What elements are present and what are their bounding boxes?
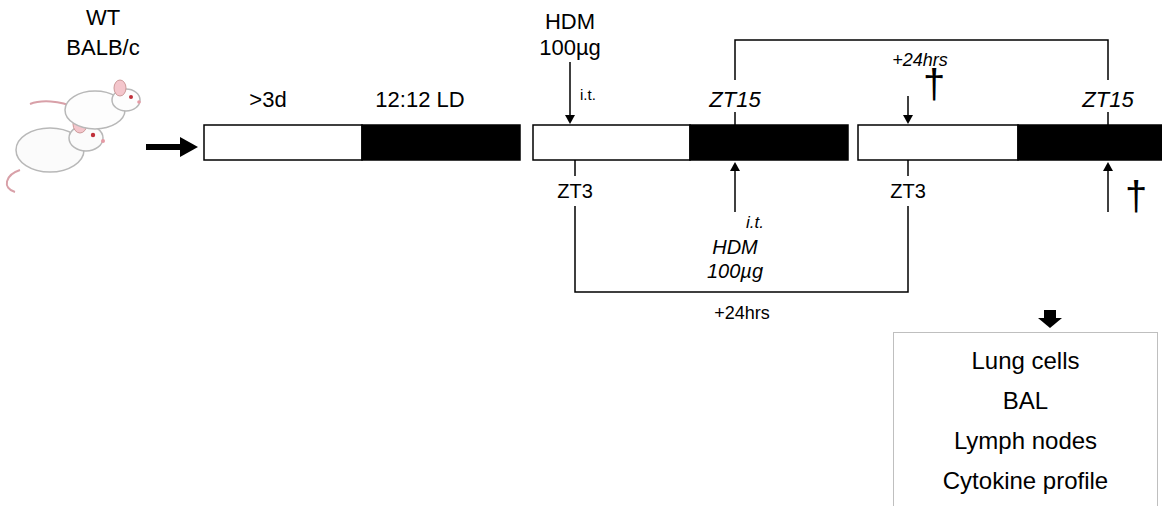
readout-box: Lung cellsBALLymph nodesCytokine profile <box>893 332 1158 506</box>
strain-label: WT <box>86 7 120 29</box>
sacrifice-symbol: † <box>1125 176 1147 216</box>
light-cycle-label: 12:12 LD <box>375 89 464 111</box>
readout-item: Cytokine profile <box>904 461 1147 501</box>
time-label: ZT3 <box>890 181 926 201</box>
strain-label: BALB/c <box>66 37 139 59</box>
mouse-illustration <box>7 80 141 192</box>
time-label: ZT15 <box>709 89 760 111</box>
treatment-label: HDM <box>545 11 595 33</box>
readout-item: Lymph nodes <box>904 421 1147 461</box>
sacrifice-symbol: † <box>923 64 945 104</box>
light-dark-bars <box>204 125 1162 160</box>
treatment-label: HDM <box>712 237 758 257</box>
route-label: i.t. <box>746 214 764 231</box>
arrow-head <box>1038 318 1062 328</box>
arrow-heads <box>565 115 1113 171</box>
time-label: ZT3 <box>557 181 593 201</box>
readout-item: BAL <box>904 381 1147 421</box>
route-label: i.t. <box>580 87 596 102</box>
readout-item: Lung cells <box>904 341 1147 381</box>
marks <box>570 40 1108 292</box>
arrow-head <box>180 137 198 157</box>
time-label: ZT15 <box>1082 89 1133 111</box>
interval-label: +24hrs <box>714 304 770 322</box>
dose-label: 100µg <box>539 37 601 59</box>
dose-label: 100µg <box>707 261 763 281</box>
acclimation-label: >3d <box>249 89 286 111</box>
arrow <box>146 144 182 150</box>
